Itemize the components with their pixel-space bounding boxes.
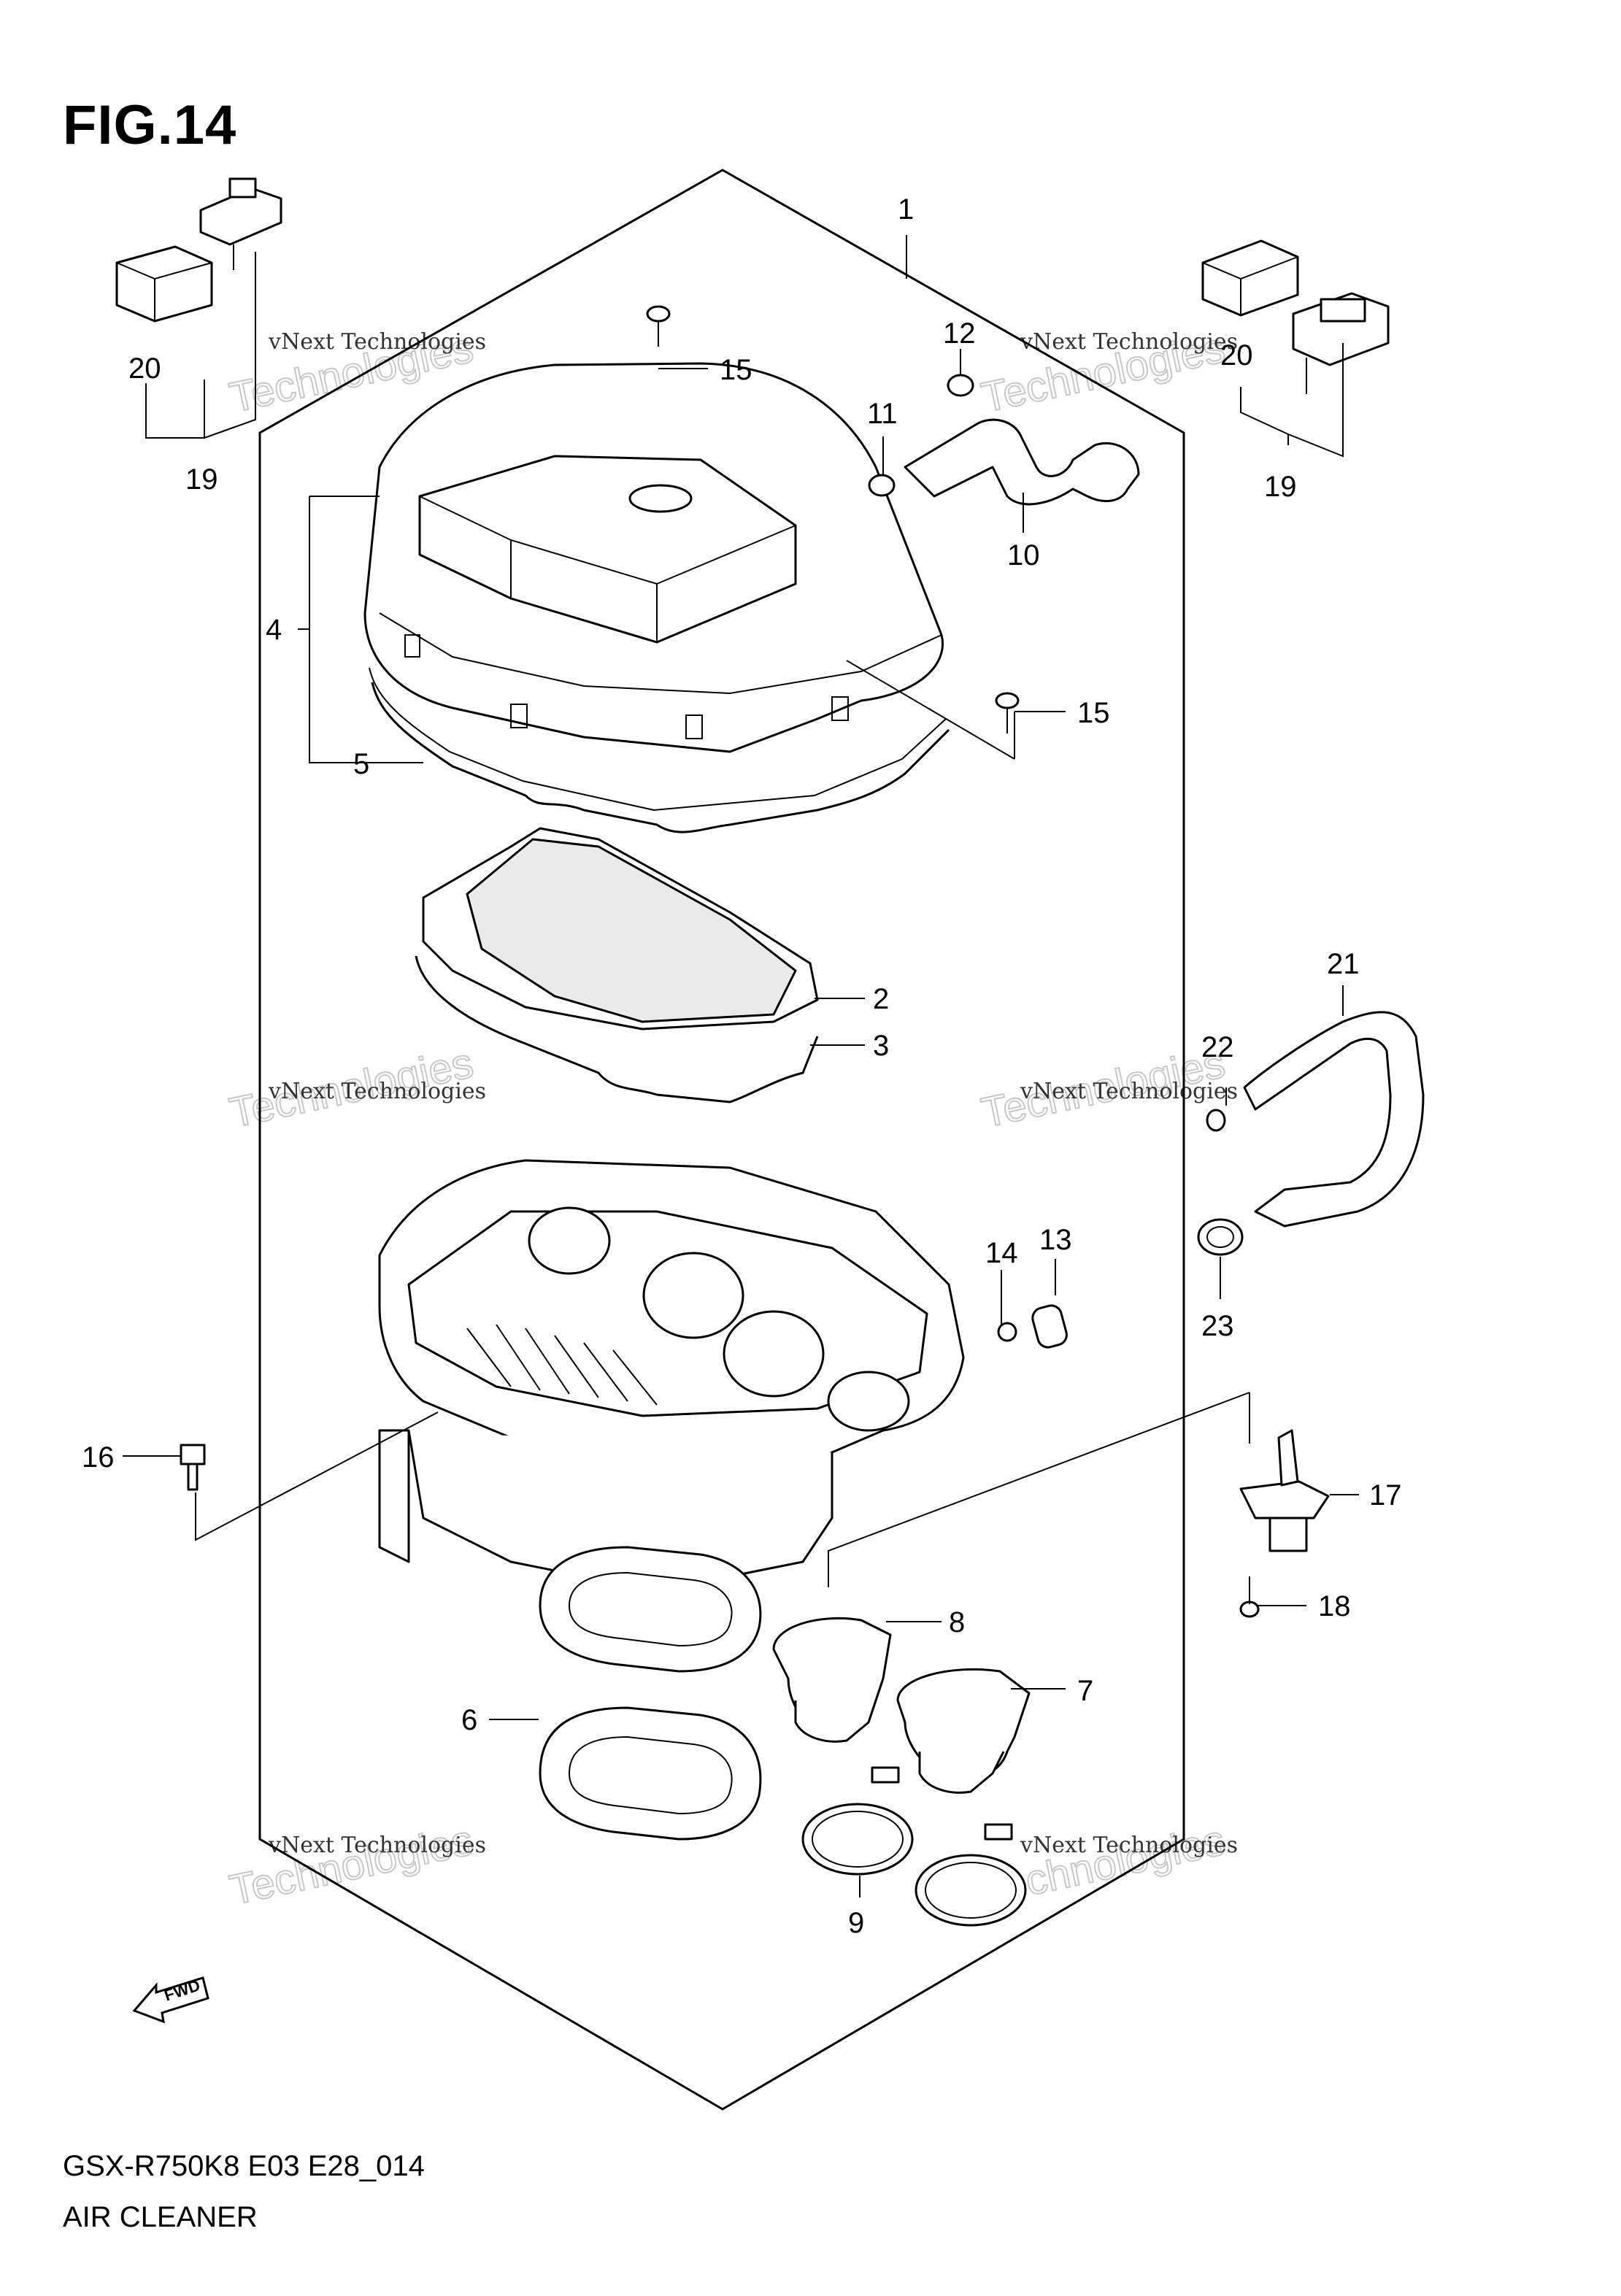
clip-14 — [997, 1322, 1017, 1342]
fwd-arrow-icon: FWD — [132, 1976, 209, 2024]
callout-17: 17 — [1369, 1479, 1402, 1511]
plug-cap-13 — [1031, 1304, 1068, 1349]
watermark-bottom-left: Technologies vNext Technologies — [225, 1816, 486, 1915]
callout-21: 21 — [1327, 948, 1360, 980]
callout-23: 23 — [1201, 1310, 1234, 1342]
connector-20-left — [115, 245, 213, 323]
callout-13: 13 — [1039, 1224, 1072, 1256]
hose-clamp-23 — [1197, 1218, 1244, 1256]
callout-15-top: 15 — [720, 354, 752, 386]
watermark-text: vNext Technologies — [268, 1079, 486, 1104]
callout-7: 7 — [1077, 1675, 1093, 1707]
connector-19-right — [1292, 292, 1390, 394]
screw-18 — [1239, 1576, 1260, 1618]
callout-18: 18 — [1318, 1590, 1351, 1622]
intake-funnel-7 — [896, 1668, 1031, 1794]
watermark-mid-left: Technologies vNext Technologies — [225, 1039, 486, 1138]
callout-22: 22 — [1201, 1031, 1234, 1063]
callout-2: 2 — [873, 983, 889, 1015]
case-fins — [466, 1324, 658, 1406]
model-code: GSX-R750K8 E03 E28_014 — [63, 2150, 425, 2182]
callout-6: 6 — [461, 1704, 477, 1736]
cleaner-cover — [363, 362, 944, 753]
leader-lines — [123, 235, 1359, 1898]
callout-12: 12 — [943, 317, 976, 350]
callout-4: 4 — [266, 614, 282, 646]
watermark-text: vNext Technologies — [1020, 1833, 1238, 1858]
intake-seal-lower — [539, 1546, 762, 1673]
figure-title: FIG.14 — [63, 94, 237, 156]
callout-3: 3 — [873, 1030, 889, 1062]
callout-19-left: 19 — [185, 463, 218, 496]
callout-9: 9 — [848, 1907, 864, 1939]
callout-16: 16 — [82, 1441, 115, 1473]
filter-element — [422, 827, 819, 1030]
breather-hose-10 — [904, 418, 1140, 506]
part-callouts: 1 2 3 4 5 6 7 8 9 10 11 12 13 14 15 15 1… — [82, 193, 1402, 1939]
watermark-text: vNext Technologies — [1020, 1079, 1238, 1104]
callout-19-right: 19 — [1264, 471, 1297, 503]
intake-air-sensor-17 — [1239, 1429, 1330, 1552]
watermark-text: vNext Technologies — [268, 1833, 486, 1858]
callout-5: 5 — [353, 748, 369, 780]
filter-seal — [415, 955, 819, 1103]
connector-20-right — [1201, 239, 1299, 317]
cleaner-case — [378, 1159, 965, 1592]
callout-10: 10 — [1007, 539, 1040, 571]
screw-15-right — [995, 692, 1020, 733]
hose-clamp-9b — [915, 1823, 1027, 1927]
hose-clip-11 — [868, 474, 896, 497]
hose-clip-12 — [947, 374, 974, 397]
callout-11: 11 — [867, 398, 898, 430]
callout-15-right: 15 — [1077, 697, 1110, 729]
assembly-outline — [258, 169, 1185, 2111]
watermark-text: Technologies — [226, 1817, 477, 1914]
intake-seal — [539, 1706, 762, 1841]
bolt-16 — [180, 1444, 206, 1491]
callout-8: 8 — [949, 1606, 965, 1638]
assembly-name: AIR CLEANER — [63, 2201, 258, 2233]
drain-hose-21 — [1243, 1011, 1425, 1228]
screw-15-top — [646, 305, 671, 347]
callout-20-left: 20 — [128, 353, 161, 385]
callout-1: 1 — [898, 193, 914, 226]
watermark-text: vNext Technologies — [268, 329, 486, 355]
hose-clip-22 — [1206, 1109, 1226, 1132]
watermark-text: vNext Technologies — [1020, 329, 1238, 355]
callout-20-right: 20 — [1220, 339, 1253, 371]
intake-funnel-8 — [772, 1617, 892, 1743]
cover-seal — [371, 682, 950, 833]
watermark-mid-right: Technologies vNext Technologies — [977, 1039, 1238, 1138]
callout-14: 14 — [985, 1237, 1018, 1269]
hose-clamp-9a — [801, 1766, 914, 1876]
connector-19-left — [199, 177, 282, 270]
